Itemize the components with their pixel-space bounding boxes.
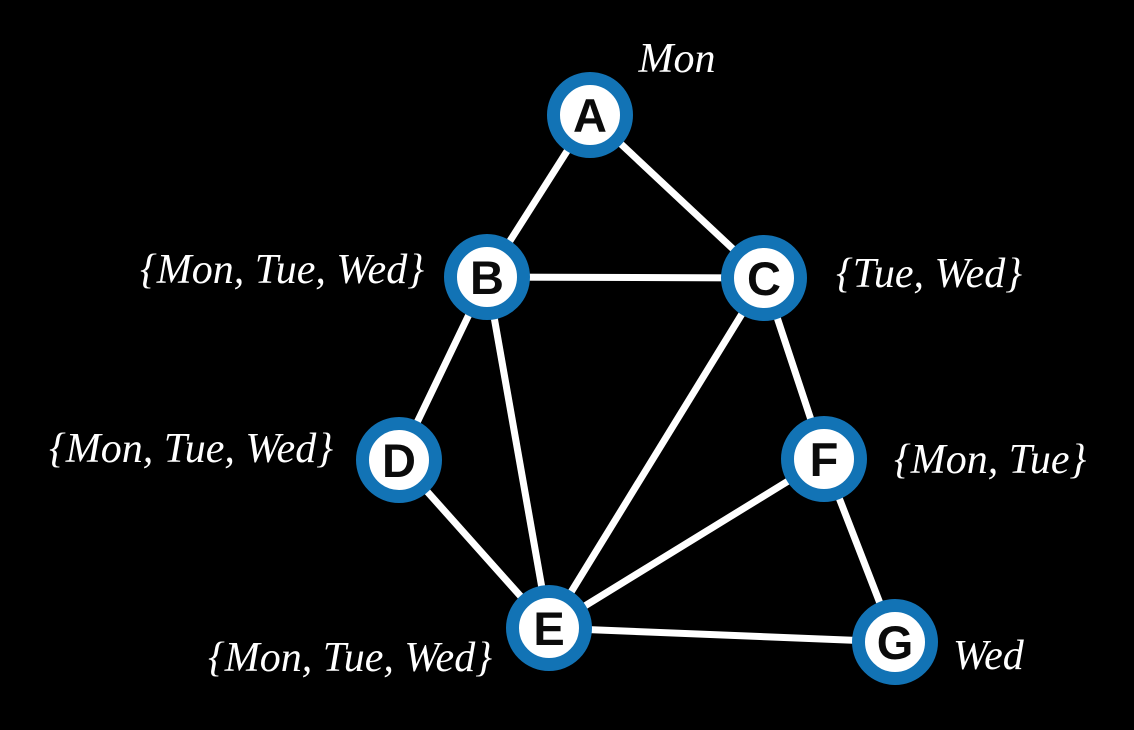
edge-E-G [548, 624, 896, 646]
node-E: E {Mon, Tue, Wed} [208, 585, 592, 681]
node-circle-B [444, 234, 530, 320]
edge-C-E [546, 276, 767, 630]
node-letter-A: A [573, 89, 607, 142]
domain-label-D: {Mon, Tue, Wed} [49, 426, 333, 472]
edge-B-E [483, 276, 553, 629]
domain-label-A: Mon [638, 36, 716, 82]
node-circle-E [506, 585, 592, 671]
node-circle-C [721, 235, 807, 321]
edge-E-F [547, 456, 826, 631]
edge-B-C [486, 273, 765, 282]
node-C: C {Tue, Wed} [721, 235, 1022, 321]
domain-label-B: {Mon, Tue, Wed} [140, 247, 424, 293]
node-letter-C: C [747, 252, 781, 305]
domain-label-F: {Mon, Tue} [894, 437, 1086, 483]
node-D: D {Mon, Tue, Wed} [49, 417, 442, 503]
domain-label-G: Wed [953, 633, 1025, 679]
domain-label-C: {Tue, Wed} [836, 251, 1022, 297]
node-circle-D [356, 417, 442, 503]
domain-label-E: {Mon, Tue, Wed} [208, 635, 492, 681]
node-F: F {Mon, Tue} [781, 416, 1086, 502]
node-letter-D: D [382, 434, 416, 487]
node-circle-F [781, 416, 867, 502]
node-G: G Wed [852, 599, 1025, 685]
node-letter-G: G [877, 616, 914, 669]
node-letter-F: F [810, 433, 839, 486]
node-A: A Mon [547, 36, 716, 158]
node-letter-B: B [470, 251, 504, 304]
node-B: B {Mon, Tue, Wed} [140, 234, 530, 320]
node-circle-G [852, 599, 938, 685]
node-circle-A [547, 72, 633, 158]
node-letter-E: E [533, 602, 564, 655]
